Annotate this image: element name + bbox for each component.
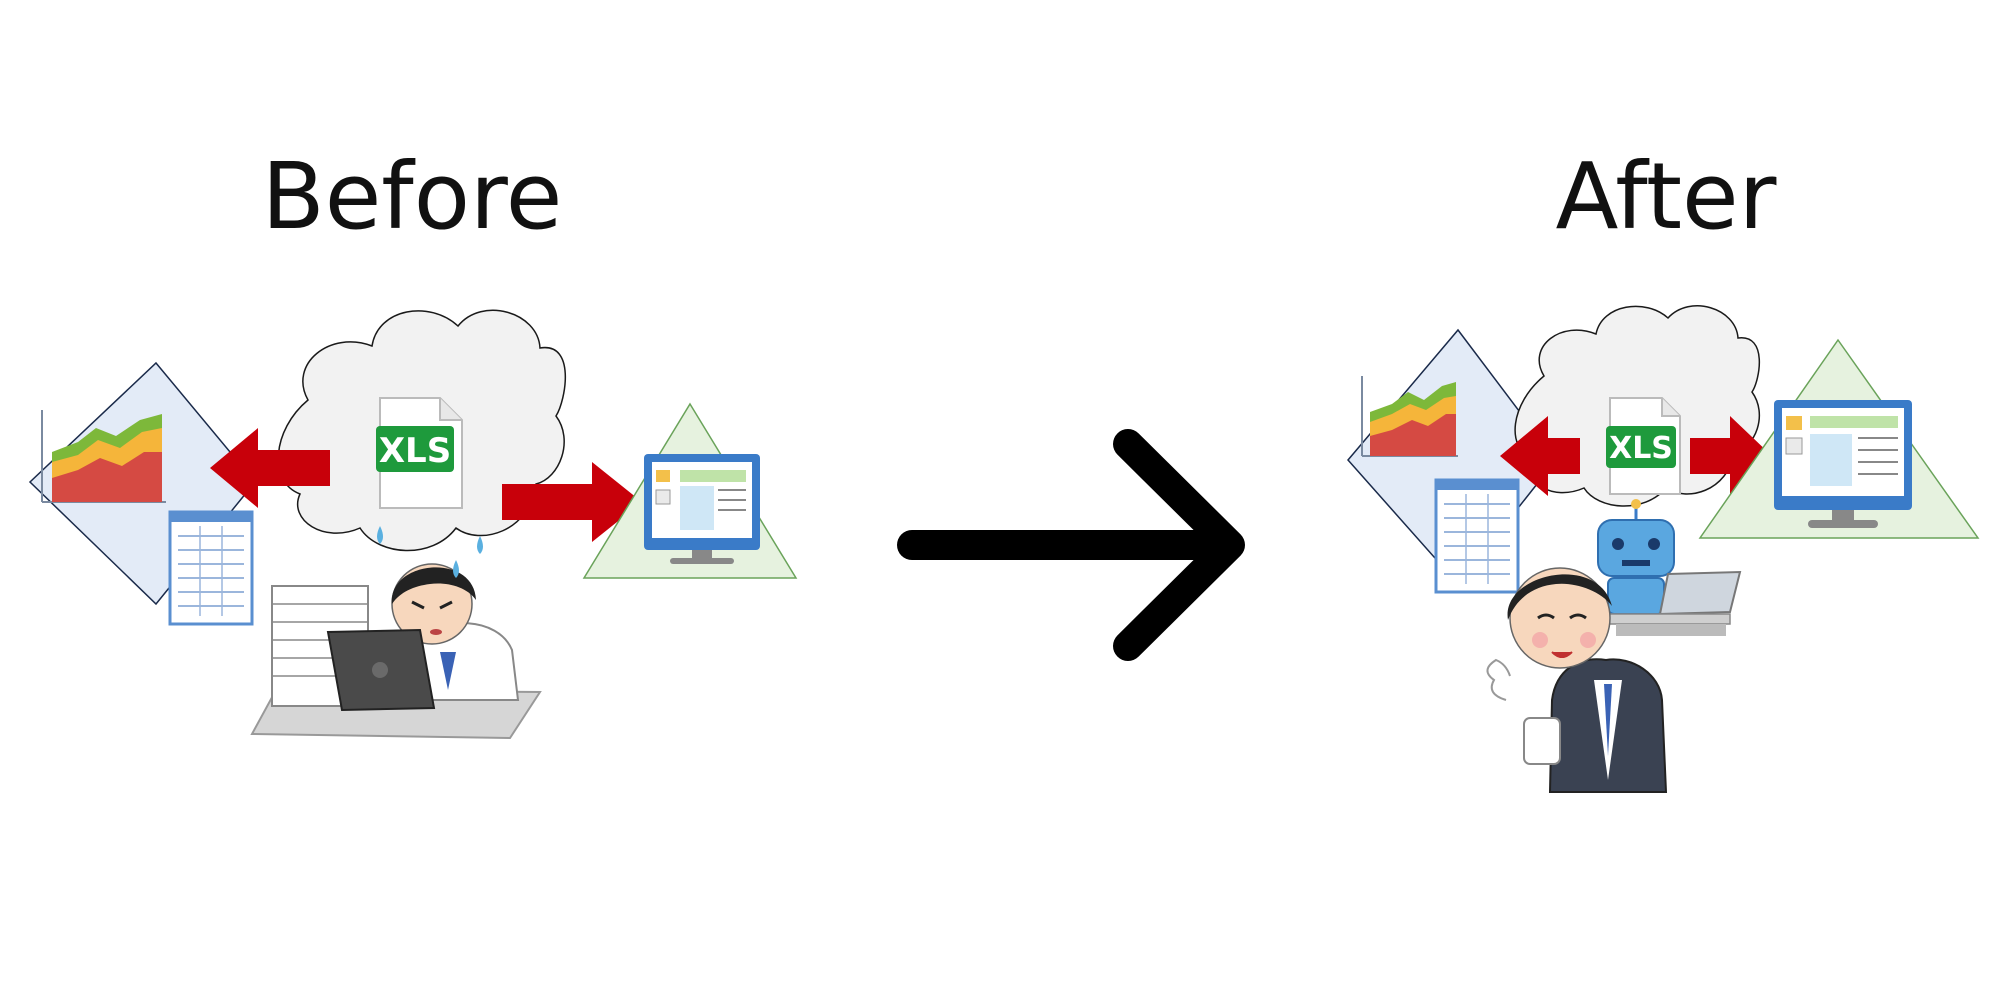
xls-label: XLS xyxy=(379,431,451,471)
spreadsheet-icon xyxy=(1434,478,1520,594)
before-scene: XLS xyxy=(28,309,798,740)
chart-icon xyxy=(41,410,166,503)
relaxed-worker xyxy=(1486,567,1668,793)
arrow-to-chart xyxy=(1500,416,1580,496)
monitor-icon xyxy=(644,454,760,564)
xls-file-icon: XLS xyxy=(376,397,463,509)
before-heading: Before xyxy=(262,143,563,250)
monitor-icon xyxy=(1774,400,1912,528)
xls-label: XLS xyxy=(1609,431,1673,466)
arrow-to-chart xyxy=(210,428,330,508)
transition-arrow xyxy=(897,429,1245,661)
after-scene: XLS xyxy=(1347,305,1980,793)
spreadsheet-icon xyxy=(168,510,254,626)
xls-file-icon: XLS xyxy=(1606,397,1681,495)
after-heading: After xyxy=(1556,143,1777,250)
stressed-worker xyxy=(250,526,542,740)
arrow-to-monitor xyxy=(502,462,642,542)
chart-icon xyxy=(1361,376,1458,457)
arrow-to-monitor xyxy=(1690,416,1772,496)
laptop-icon xyxy=(1605,570,1742,636)
